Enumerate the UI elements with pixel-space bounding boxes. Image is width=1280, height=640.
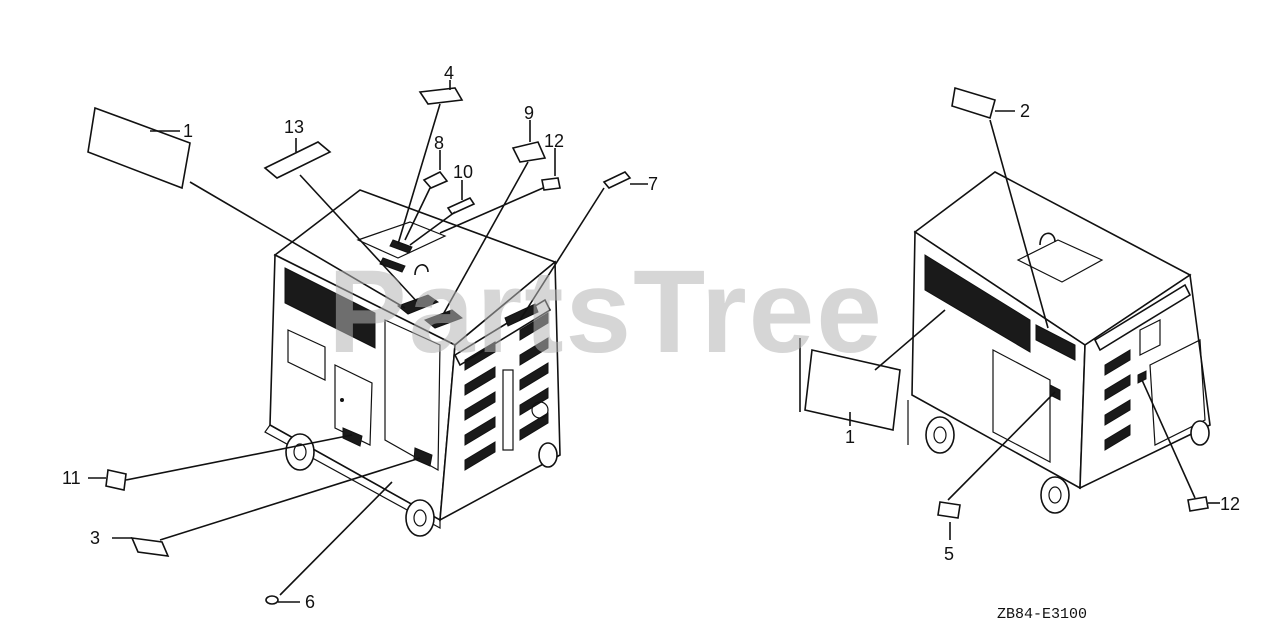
callout-1-right: 1 [845, 427, 855, 447]
callout-8: 8 [434, 133, 444, 153]
decals-left [87, 87, 632, 605]
leaders-right [849, 110, 1220, 540]
decals-right [799, 86, 1209, 519]
callout-3: 3 [90, 528, 100, 548]
callout-7: 7 [648, 174, 658, 194]
callout-11: 11 [62, 468, 81, 488]
callout-10: 10 [453, 162, 473, 182]
callout-12-left: 12 [544, 131, 564, 151]
diagram-code: ZB84-E3100 [997, 606, 1087, 623]
callout-labels: 1 13 4 8 10 9 12 7 11 3 6 2 1 5 12 [62, 63, 1240, 612]
callout-13: 13 [284, 117, 304, 137]
callout-9: 9 [524, 103, 534, 123]
callout-4: 4 [444, 63, 454, 83]
callout-5: 5 [944, 544, 954, 564]
generator-left [264, 189, 561, 537]
callout-2: 2 [1020, 101, 1030, 121]
callout-1-left: 1 [183, 121, 193, 141]
generator-right [911, 171, 1211, 514]
callout-6: 6 [305, 592, 315, 612]
callout-12-right: 12 [1220, 494, 1240, 514]
watermark: PartsTree [328, 246, 884, 378]
leaders-left [88, 80, 648, 603]
